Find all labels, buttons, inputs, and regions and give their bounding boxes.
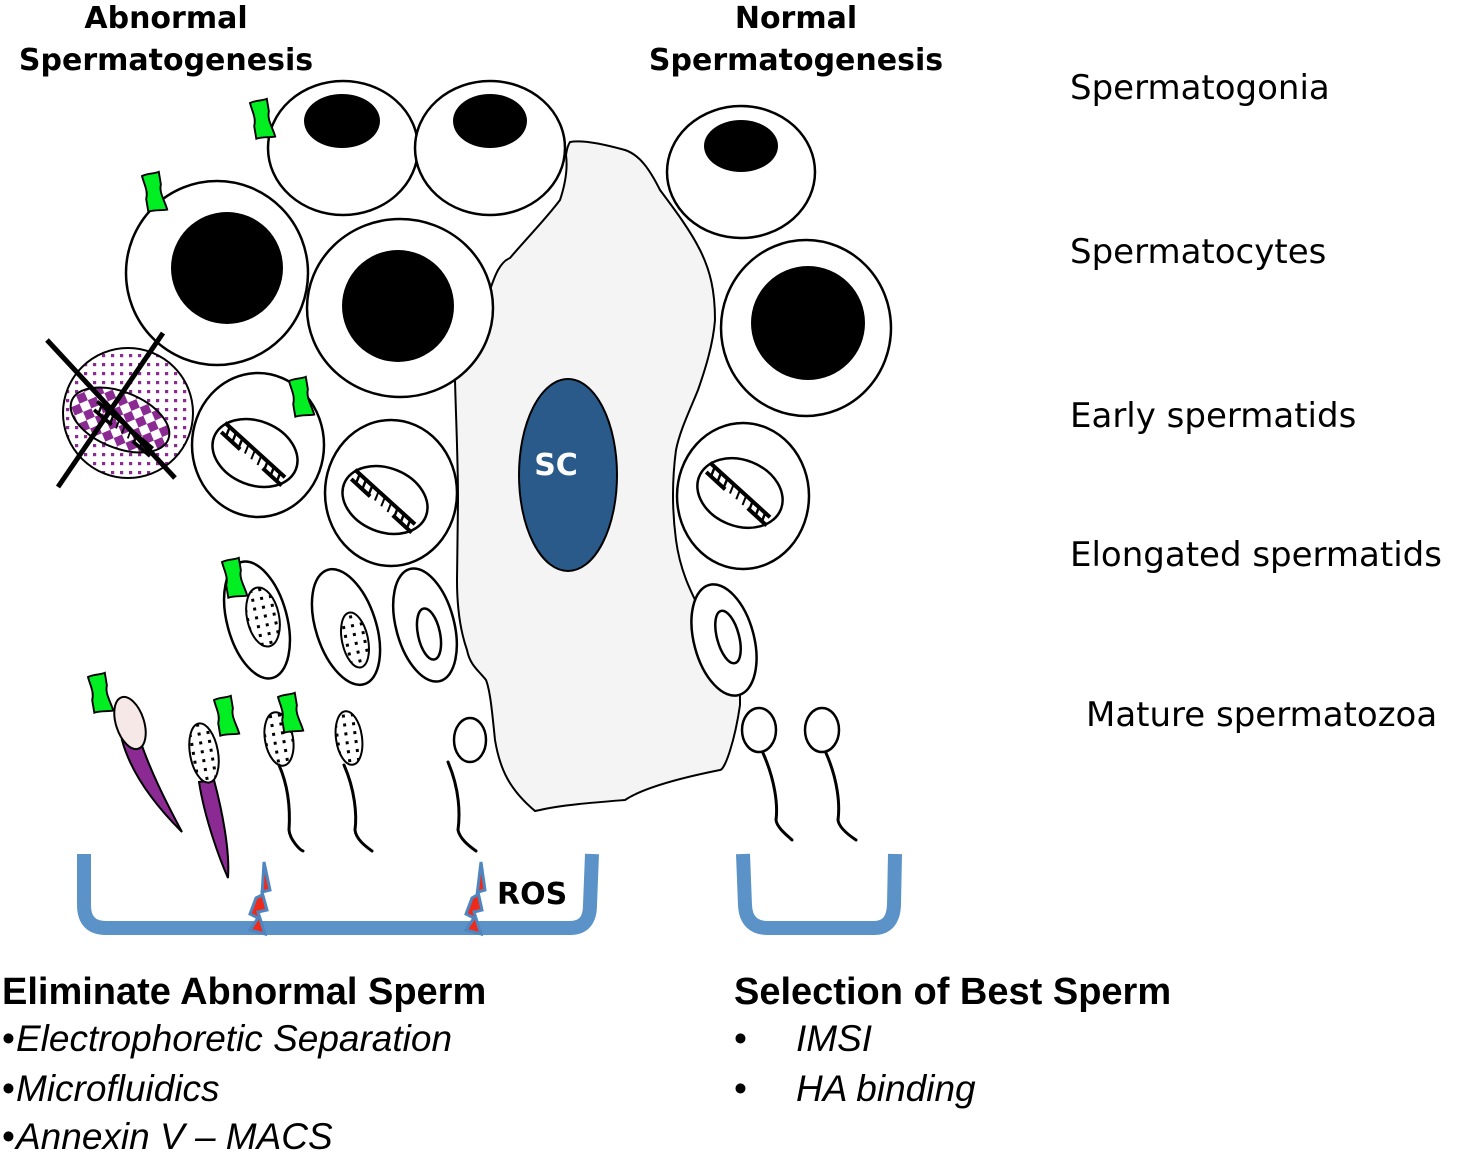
- bullet-icon: •: [2, 1018, 15, 1059]
- spermatocyte-abnormal-2: [305, 217, 495, 399]
- abnormal-header-line1: Abnormal: [84, 1, 247, 36]
- bullet-icon: •: [734, 1068, 747, 1109]
- stage-label-elongated-spermatids: Elongated spermatids: [1070, 535, 1442, 575]
- bullet-icon: •: [2, 1116, 15, 1153]
- method-item: Microfluidics: [16, 1068, 220, 1109]
- elongated-spermatid-normal: [690, 583, 758, 697]
- spermatocyte-abnormal-1: [124, 179, 310, 367]
- damaged-spermatid: [45, 331, 194, 489]
- stage-label-early-spermatids: Early spermatids: [1070, 396, 1356, 436]
- marker-flag-icon: [87, 671, 115, 714]
- ros-bolt-icon: [247, 861, 272, 937]
- normal-header-line1: Normal: [735, 1, 857, 36]
- early-spermatid-normal: [675, 421, 811, 571]
- ros-bolt-icon: [463, 861, 487, 937]
- sperm-abnormal-5: [446, 716, 488, 853]
- method-item: IMSI: [796, 1018, 872, 1059]
- marker-flag-icon: [249, 97, 277, 140]
- selection-best-panel: Selection of Best Sperm • IMSI • HA bind…: [734, 971, 1171, 1109]
- stage-labels: Spermatogonia Spermatocytes Early sperma…: [1070, 68, 1442, 735]
- sertoli-label: SC: [534, 448, 578, 483]
- spermatocyte-normal: [719, 238, 893, 418]
- selection-tray: [736, 853, 902, 935]
- sperm-normal-1: [740, 706, 794, 842]
- sperm-abnormal-4: [334, 710, 374, 853]
- early-spermatid-abnormal-2: [323, 418, 459, 568]
- sertoli-cell: SC: [453, 140, 741, 813]
- bullet-icon: •: [734, 1018, 747, 1059]
- spermatogonium-abnormal-2: [413, 79, 567, 217]
- abnormal-header-line2: Spermatogenesis: [19, 43, 313, 78]
- eliminate-heading: Eliminate Abnormal Sperm: [2, 971, 486, 1013]
- elimination-tray: [77, 853, 599, 935]
- sperm-abnormal-1: [113, 695, 183, 833]
- selection-heading: Selection of Best Sperm: [734, 971, 1171, 1013]
- method-item: HA binding: [796, 1068, 976, 1109]
- sperm-abnormal-2: [188, 722, 230, 879]
- marker-flag-icon: [141, 170, 169, 213]
- sertoli-nucleus: [518, 378, 618, 572]
- spermatogonium-normal: [665, 104, 817, 240]
- elongated-spermatid-abnormal-3: [391, 567, 459, 683]
- abnormal-header: Abnormal Spermatogenesis: [19, 1, 313, 78]
- stage-label-spermatogonia: Spermatogonia: [1070, 68, 1330, 108]
- elongated-spermatid-abnormal-2: [310, 567, 382, 687]
- bullet-icon: •: [2, 1068, 15, 1109]
- method-item: Electrophoretic Separation: [16, 1018, 452, 1059]
- early-spermatid-abnormal-1: [190, 371, 326, 519]
- stage-label-spermatocytes: Spermatocytes: [1070, 232, 1326, 272]
- normal-header: Normal Spermatogenesis: [649, 1, 943, 78]
- ros-label: ROS: [497, 877, 567, 912]
- spermatogonium-abnormal-1: [266, 79, 420, 217]
- marker-flag-icon: [213, 694, 241, 737]
- method-item: Annexin V – MACS: [14, 1116, 333, 1153]
- stage-label-mature-spermatozoa: Mature spermatozoa: [1086, 695, 1437, 735]
- normal-header-line2: Spermatogenesis: [649, 43, 943, 78]
- eliminate-abnormal-panel: Eliminate Abnormal Sperm • Electrophoret…: [2, 971, 486, 1153]
- sperm-normal-2: [803, 706, 858, 842]
- cross-mark-line-2: [55, 331, 166, 489]
